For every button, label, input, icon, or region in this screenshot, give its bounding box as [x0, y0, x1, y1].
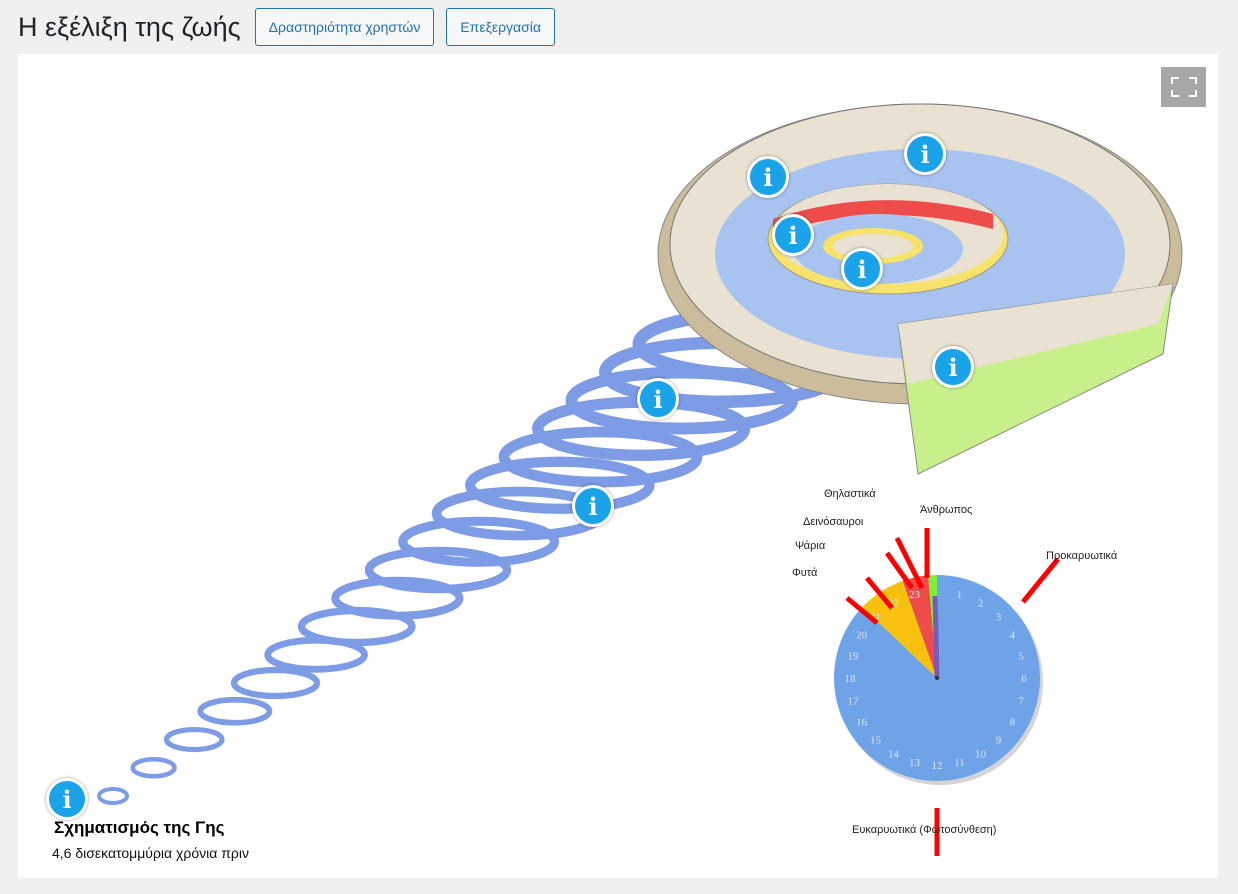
clock-hour-label: 18 — [845, 673, 857, 685]
info-hotspot[interactable]: i — [637, 378, 679, 420]
label-fish: Ψάρια — [795, 540, 826, 552]
info-hotspot[interactable]: i — [772, 214, 814, 256]
clock-hour-label: 13 — [909, 757, 921, 769]
clock-hour-label: 14 — [888, 748, 900, 760]
clock-hour-label: 11 — [954, 757, 965, 769]
info-hotspot[interactable]: i — [904, 133, 946, 175]
clock-hour-label: 2 — [978, 598, 984, 610]
clock-hour-label: 6 — [1021, 673, 1027, 685]
spiral-coil — [465, 456, 655, 514]
info-hotspot[interactable]: i — [932, 346, 974, 388]
fullscreen-button[interactable] — [1161, 67, 1206, 107]
label-plants: Φυτά — [792, 567, 818, 579]
label-dinosaurs: Δεινόσαυροι — [803, 516, 864, 528]
user-activity-button[interactable]: Δραστηριότητα χρηστών — [254, 8, 435, 46]
spiral-coil — [97, 787, 129, 805]
clock-hour-label: 5 — [1018, 650, 1024, 662]
clock-hour-label: 8 — [1010, 717, 1016, 729]
edit-button[interactable]: Επεξεργασία — [446, 8, 555, 46]
clock-hour-label: 17 — [847, 696, 859, 708]
info-hotspot[interactable]: i — [841, 248, 883, 290]
clock-hour-label: 20 — [856, 630, 868, 642]
clock-hour-label: 10 — [975, 748, 987, 760]
clock-hour-label: 16 — [856, 717, 868, 729]
info-hotspot[interactable]: i — [572, 485, 614, 527]
clock-hour-label: 21 — [870, 611, 881, 623]
label-humans: Άνθρωπος — [920, 504, 973, 516]
pointer-arrow — [845, 596, 879, 625]
fullscreen-icon — [1170, 77, 1197, 97]
clock-hand — [932, 595, 940, 679]
pointer-arrow — [1021, 557, 1060, 604]
label-eukaryotes: Ευκαρυωτικά (Φωτοσύνθεση) — [852, 824, 997, 836]
clock-hour-label: 12 — [932, 760, 943, 772]
clock-hour-label: 15 — [870, 735, 882, 747]
clock-hour-label: 3 — [996, 611, 1002, 623]
clock-hour-label: 4 — [1010, 630, 1016, 642]
clock-segment — [902, 575, 937, 678]
clock-hour-label: 19 — [847, 650, 859, 662]
spiral-coil — [130, 756, 177, 779]
caption-subtitle: 4,6 δισεκατομμύρια χρόνια πριν — [52, 845, 249, 861]
pointer-arrow — [894, 536, 925, 590]
clock-hour-label: 1 — [957, 589, 963, 601]
caption-title: Σχηματισμός της Γης — [54, 818, 225, 837]
spiral-coil — [197, 696, 273, 726]
pointer-arrow — [865, 576, 894, 610]
clock-hour-label: 23 — [909, 589, 921, 601]
info-hotspot-earth-formation[interactable]: i — [46, 778, 88, 820]
clock-hour-label: 9 — [996, 735, 1002, 747]
spiral-coil — [498, 426, 703, 488]
label-mammals: Θηλαστικά — [824, 488, 876, 500]
spiral-coil — [398, 516, 560, 567]
spiral-coil — [163, 726, 225, 753]
clock-hour-label: 7 — [1018, 696, 1024, 708]
time-spiral — [97, 306, 894, 805]
label-prokaryotes: Προκαρυωτικά — [1046, 550, 1118, 562]
spiral-coil — [230, 666, 321, 700]
earth-history-disc — [657, 103, 1183, 475]
clock-segment — [862, 580, 937, 678]
spiral-coil — [364, 546, 512, 594]
pointer-arrow — [884, 551, 915, 590]
page-title: Η εξέλιξη της ζωής — [18, 11, 241, 42]
info-hotspot[interactable]: i — [747, 156, 789, 198]
clock-hour-label: 22 — [888, 598, 899, 610]
spiral-coil — [331, 576, 464, 620]
clock-pivot — [935, 676, 939, 680]
